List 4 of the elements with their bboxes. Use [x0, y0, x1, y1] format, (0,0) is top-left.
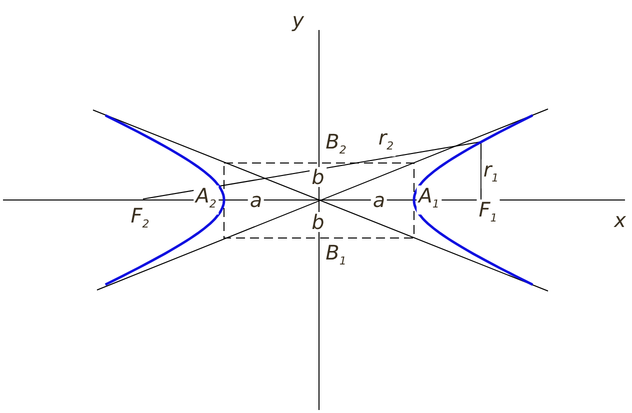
- semi-axis-label: b: [310, 167, 326, 187]
- vertex-label: A$_{2}$: [194, 186, 218, 214]
- semi-axis-label: b: [310, 212, 326, 232]
- vertex-label: A$_{1}$: [416, 186, 442, 214]
